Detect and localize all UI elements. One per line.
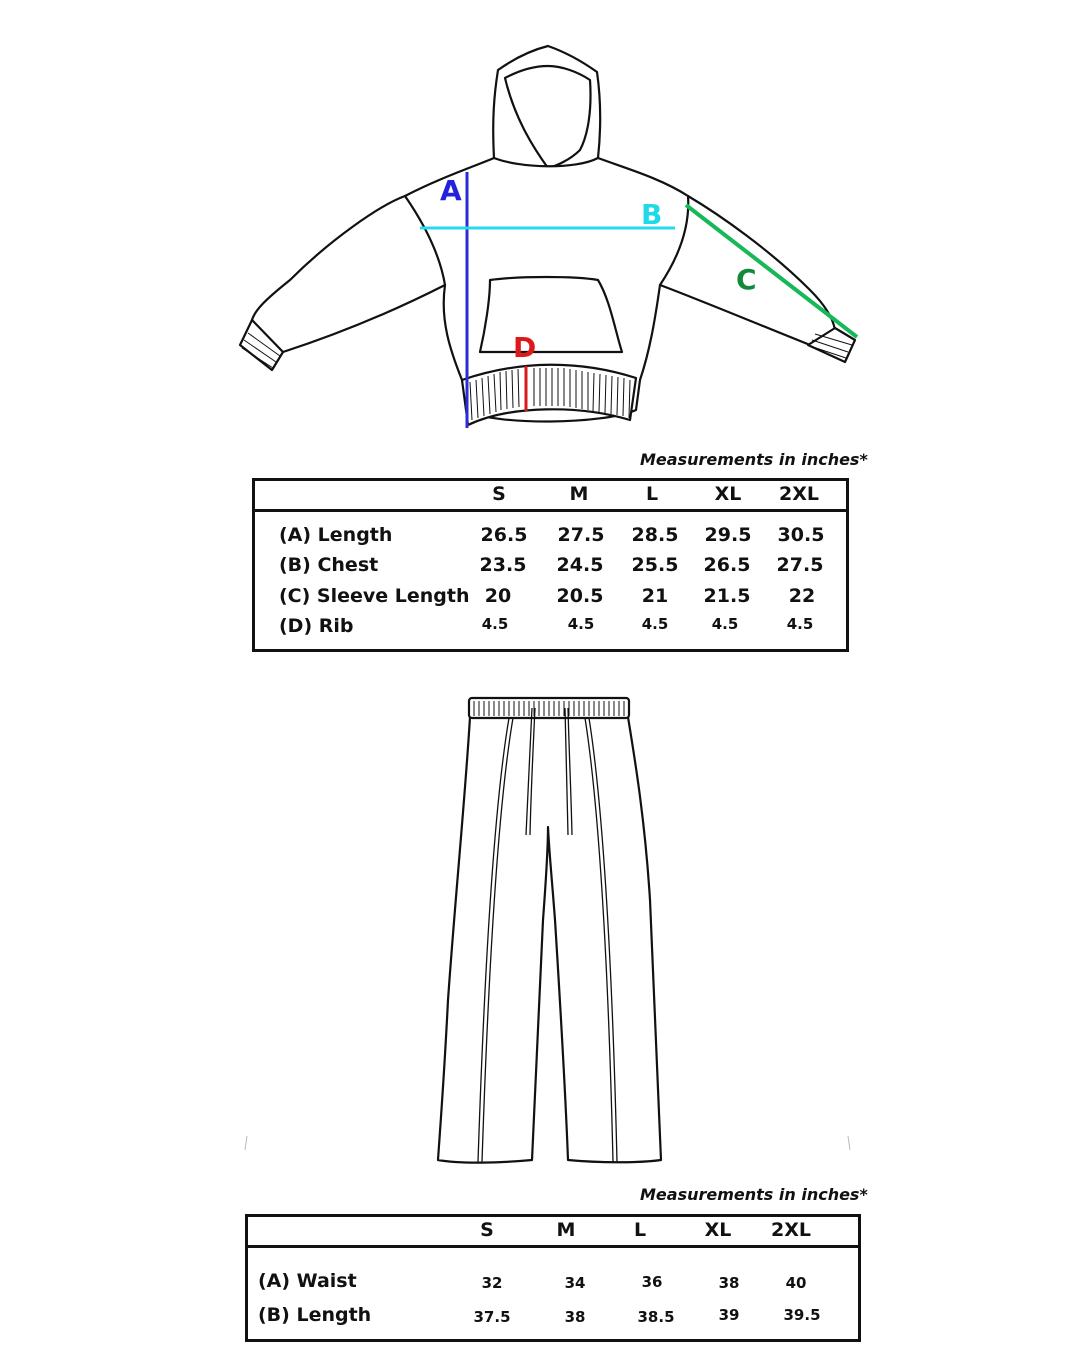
- cell: 39.5: [783, 1306, 821, 1324]
- pants-size-table: S M L XL 2XL (A) Waist 32 34 36 38 40 (B…: [245, 1214, 861, 1342]
- cell: 21.5: [703, 585, 751, 607]
- cell: 20.5: [556, 585, 604, 607]
- cell: 4.5: [711, 615, 739, 633]
- row-label-length: (A) Length: [279, 524, 393, 546]
- row-label-sleeve-length: (C) Sleeve Length: [279, 585, 470, 607]
- cell: 22: [788, 585, 816, 607]
- col-header-l: L: [633, 1219, 647, 1241]
- cell: 20: [484, 585, 512, 607]
- cell: 40: [785, 1274, 807, 1292]
- col-header-m: M: [556, 1219, 576, 1241]
- cell: 4.5: [641, 615, 669, 633]
- cell: 26.5: [480, 524, 528, 546]
- row-label-length: (B) Length: [258, 1304, 372, 1326]
- cell: 38: [564, 1308, 586, 1326]
- cell: 27.5: [557, 524, 605, 546]
- cell: 32: [481, 1274, 503, 1292]
- row-label-waist: (A) Waist: [258, 1270, 357, 1292]
- cell: 24.5: [556, 554, 604, 576]
- row-label-chest: (B) Chest: [279, 554, 379, 576]
- cell: 36: [641, 1273, 663, 1291]
- cell: 37.5: [473, 1308, 511, 1326]
- col-header-xl: XL: [714, 483, 742, 505]
- col-header-s: S: [492, 483, 506, 505]
- cell: 4.5: [567, 615, 595, 633]
- hoodie-size-table: S M L XL 2XL (A) Length 26.5 27.5 28.5 2…: [252, 478, 849, 652]
- col-header-2xl: 2XL: [779, 483, 819, 505]
- cell: 4.5: [481, 615, 509, 633]
- cell: 28.5: [631, 524, 679, 546]
- label-c: C: [736, 263, 757, 296]
- row-label-rib: (D) Rib: [279, 615, 354, 637]
- col-header-xl: XL: [704, 1219, 732, 1241]
- hoodie-measurements-note: Measurements in inches*: [640, 450, 868, 469]
- measure-line-c: [684, 203, 859, 339]
- hoodie-table-header: S M L XL 2XL: [255, 481, 846, 512]
- cell: 38: [718, 1274, 740, 1292]
- cell: 39: [718, 1306, 740, 1324]
- label-d: D: [513, 331, 537, 364]
- hoodie-illustration: [238, 44, 859, 428]
- col-header-m: M: [569, 483, 589, 505]
- cell: 26.5: [703, 554, 751, 576]
- cell: 25.5: [631, 554, 679, 576]
- cell: 30.5: [777, 524, 825, 546]
- label-a: A: [440, 174, 462, 207]
- label-b: B: [641, 198, 663, 231]
- pants-measurements-note: Measurements in inches*: [640, 1185, 868, 1204]
- cell: 34: [564, 1274, 586, 1292]
- cell: 23.5: [479, 554, 527, 576]
- cell: 38.5: [637, 1308, 675, 1326]
- col-header-l: L: [645, 483, 659, 505]
- cell: 4.5: [786, 615, 814, 633]
- pants-table-header: S M L XL 2XL: [248, 1217, 858, 1248]
- cell: 27.5: [776, 554, 824, 576]
- cell: 21: [641, 585, 669, 607]
- col-header-2xl: 2XL: [771, 1219, 811, 1241]
- col-header-s: S: [480, 1219, 494, 1241]
- cell: 29.5: [704, 524, 752, 546]
